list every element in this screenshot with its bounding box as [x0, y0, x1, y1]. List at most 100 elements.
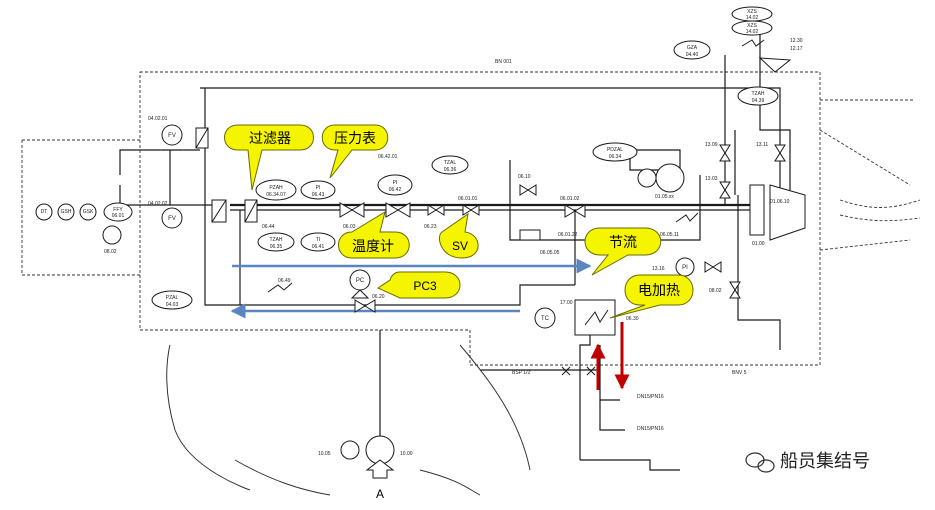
n0620-label: 06.20: [372, 294, 385, 300]
n0105-label: 01.05.xx: [655, 194, 674, 200]
xzs-tag: XZS: [747, 9, 757, 15]
boundary-lines: [21, 71, 921, 366]
bsp-label: BSP 1/2': [512, 370, 531, 376]
pi1-tag: PI: [316, 185, 321, 191]
ti-num: 06.41: [312, 244, 325, 250]
signal-zigzag-1: [267, 282, 293, 293]
n1303-label: 13.03: [705, 176, 718, 182]
gsk-tag: GSK: [83, 209, 94, 215]
xzs-num: 14.02: [746, 15, 759, 21]
equipment-boxes: [195, 127, 765, 336]
signal-zigzag-3: [741, 39, 765, 47]
n0802b-label: 08.02: [709, 288, 722, 294]
callout-pressure-text: 压力表: [334, 130, 376, 146]
callout-heater-text: 电加热: [638, 282, 680, 298]
tzal-tag: TZAL: [444, 160, 456, 166]
gsh-tag: GSH: [61, 209, 72, 215]
callout-filter-text: 过滤器: [249, 130, 291, 146]
tank-outline: [166, 344, 531, 496]
instrument-circles: [35, 124, 695, 465]
bnv-label: BNV 5: [732, 370, 747, 376]
pi1-num: 06.43: [312, 192, 325, 198]
n1000-label: 10.00: [400, 451, 413, 457]
callout-thermometer-text: 温度计: [352, 238, 394, 254]
n010610-label: 01.06.10: [770, 199, 790, 205]
callout-filter: 过滤器: [224, 124, 314, 191]
fv2-tag: FV: [168, 216, 176, 222]
tzah-top-tag: TZAH: [751, 91, 764, 97]
n0802-label: 08.02: [104, 249, 117, 255]
ti-tag: TI: [316, 237, 320, 243]
fv-b-num: 04.02.02: [148, 201, 168, 207]
n0644-label: 06.44: [262, 224, 275, 230]
n060102-label: 06.01.02: [560, 196, 580, 202]
callout-pressure: 压力表: [321, 124, 389, 179]
pzah-num: 06.34.07: [266, 192, 286, 198]
ffy-num: 06.01: [112, 213, 125, 219]
n0630-label: 06.30: [626, 316, 639, 322]
callout-pc3-text: PC3: [413, 279, 437, 293]
relief-valve: [758, 57, 792, 73]
reference-numbers: BN 001 12.30 12.17 04.02.01 04.02.02 08.…: [104, 38, 803, 501]
n1316-label: 13.16: [652, 266, 665, 272]
xzs2-tag: XZS: [747, 23, 757, 29]
n060505-label: 06.05.05: [540, 250, 560, 256]
n1700-label: 17.00: [560, 300, 573, 306]
pi3-tag: PI: [682, 265, 688, 271]
tc-tag: TC: [541, 316, 550, 322]
n060122-label: 06.01.22: [558, 232, 578, 238]
n1309-label: 13.09: [705, 142, 718, 148]
tzah-mid-tag: TZAH: [269, 237, 282, 243]
dn1-label: DN15/PN16: [637, 394, 664, 400]
pzah-tag: PZAH: [269, 185, 283, 191]
gza-tag: GZA: [687, 45, 698, 51]
instrument-ovals: [103, 6, 779, 310]
n0610-label: 06.10: [518, 174, 531, 180]
n0649-label: 06.49: [278, 278, 291, 284]
arrow-a-label: A: [376, 487, 384, 501]
callout-pc3: PC3: [376, 271, 461, 299]
gza-num: 04.40: [686, 52, 699, 58]
tzah-top-num: 04.39: [752, 98, 765, 104]
n0642-label: 06.42.01: [378, 154, 398, 160]
pc-tag: PC: [356, 278, 365, 284]
callout-thermometer: 温度计: [338, 210, 410, 259]
callout-sv: SV: [439, 212, 479, 259]
r1217: 12.17: [790, 46, 803, 52]
n1311-label: 13.11: [756, 142, 768, 148]
inlet-arrow: [365, 459, 395, 479]
callout-throttle: 节流: [584, 227, 662, 276]
tzah-mid-num: 06.35: [270, 244, 283, 250]
valve-x-1: [561, 366, 596, 376]
pdzal-num: 06.34: [609, 154, 622, 160]
bn-label: BN 001: [495, 59, 512, 65]
pzal-num: 04.03: [166, 302, 179, 308]
wechat-icon: [745, 452, 775, 473]
ffy-tag: FFY: [113, 207, 123, 213]
watermark: 船员集结号: [745, 451, 870, 473]
dt-tag: DT: [41, 209, 48, 215]
pzal-tag: PZAL: [166, 295, 179, 301]
pi2-tag: PI: [393, 180, 398, 186]
callout-heater: 电加热: [609, 274, 694, 319]
pc-diaphragm: [350, 289, 370, 299]
n0623-label: 06.23: [424, 224, 437, 230]
fv-a-num: 04.02.01: [148, 116, 168, 122]
callout-throttle-text: 节流: [609, 234, 637, 250]
pdzal-tag: PDZAL: [607, 147, 623, 153]
signal-zigzag-2: [675, 212, 699, 223]
fv1-tag: FV: [168, 133, 176, 139]
valves: [339, 144, 786, 313]
n0100-label: 01.00: [752, 241, 765, 247]
n1005-label: 10.05: [318, 451, 331, 457]
n060511-label: 06.05.11: [660, 232, 679, 238]
pi2-num: 06.42: [389, 187, 402, 193]
n0601a-label: 06.01.01: [458, 196, 478, 202]
watermark-text: 船员集结号: [780, 451, 870, 471]
xzs2-num: 14.02: [746, 29, 759, 35]
dn2-label: DN15/PN16: [637, 426, 664, 432]
tzal-num: 06.36: [444, 167, 457, 173]
callout-sv-text: SV: [452, 239, 468, 253]
